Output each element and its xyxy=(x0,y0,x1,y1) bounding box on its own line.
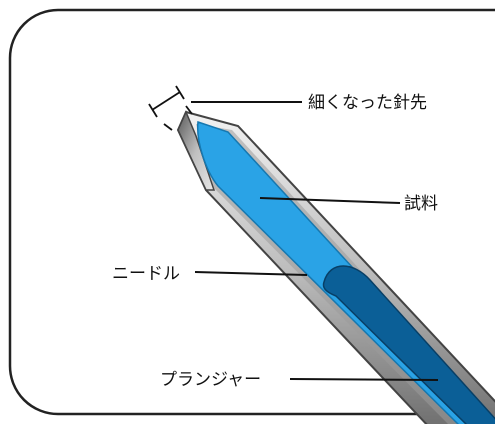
needle-leader-line xyxy=(194,271,308,276)
label-sample: 試料 xyxy=(404,194,438,214)
plunger xyxy=(322,265,495,424)
label-plunger: プランジャー xyxy=(160,370,261,390)
label-tip: 細くなった針先 xyxy=(308,93,427,113)
tip-width-marker xyxy=(148,85,193,131)
sample-leader-line xyxy=(259,197,401,204)
plunger-leader-line xyxy=(289,378,439,381)
diagram-frame xyxy=(8,8,495,416)
label-needle: ニードル xyxy=(112,264,180,284)
